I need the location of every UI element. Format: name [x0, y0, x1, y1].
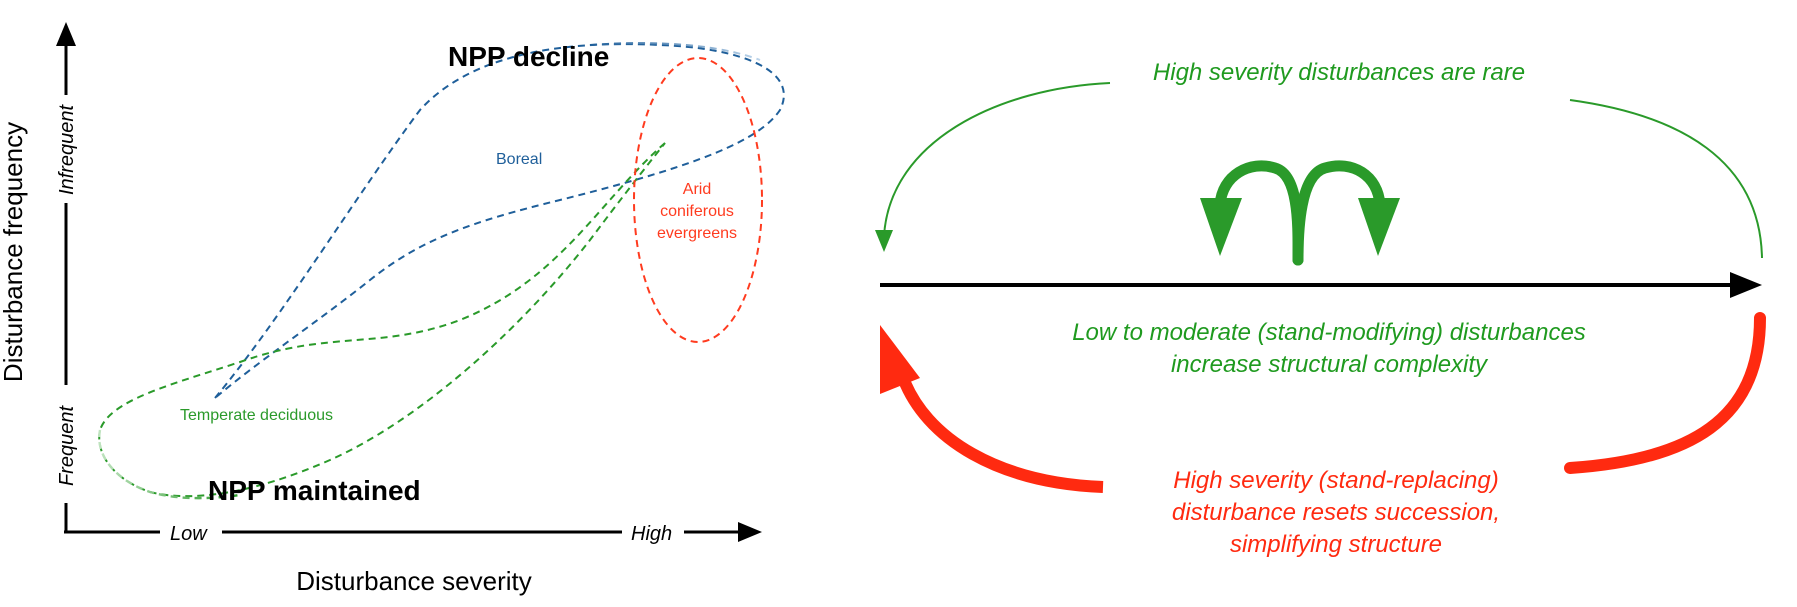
- reset-line3: simplifying structure: [1230, 531, 1442, 558]
- arid-label-line2: coniferous: [660, 203, 734, 220]
- top-left-green-arrowhead: [875, 230, 893, 252]
- y-tick-frequent-label: Frequent: [56, 405, 78, 486]
- temperate-label: Temperate deciduous: [180, 407, 333, 424]
- bounce-arrows-icon: [1200, 160, 1400, 266]
- bottom-left-red-arc: [896, 372, 1104, 493]
- left-panel: Infrequent Frequent Low High Disturbance…: [0, 22, 785, 596]
- arid-label-line1: Arid: [683, 181, 711, 198]
- moderate-disturbance-line2: increase structural complexity: [1171, 351, 1489, 378]
- temperate-envelope-fade: [98, 429, 241, 500]
- boreal-envelope: [214, 43, 785, 399]
- temperate-envelope: [98, 142, 666, 498]
- bottom-red-arc: [1564, 312, 1766, 474]
- boreal-envelope-fade: [589, 42, 761, 61]
- boreal-label: Boreal: [496, 151, 542, 168]
- y-axis-arrowhead: [56, 22, 76, 46]
- arid-envelope: [633, 57, 763, 343]
- reset-line2: disturbance resets succession,: [1172, 499, 1500, 526]
- top-left-green-arc: [883, 82, 1111, 237]
- x-tick-low-label: Low: [170, 523, 208, 545]
- x-axis-arrowhead: [738, 522, 762, 542]
- top-right-green-arc: [1569, 99, 1763, 259]
- x-axis-gap-low: [160, 522, 222, 542]
- moderate-disturbance-line1: Low to moderate (stand-modifying) distur…: [1072, 319, 1586, 346]
- x-axis-title: Disturbance severity: [296, 566, 532, 596]
- y-tick-infrequent-label: Infrequent: [56, 104, 78, 196]
- y-axis-gap-bottom: [56, 385, 76, 503]
- arid-label-line3: evergreens: [657, 225, 737, 242]
- bottom-left-red-arrowhead: [880, 325, 920, 394]
- y-axis-gap-top: [56, 95, 76, 203]
- succession-axis-arrowhead: [1730, 272, 1762, 298]
- reset-line1: High severity (stand-replacing): [1173, 467, 1498, 494]
- x-tick-high-label: High: [631, 523, 672, 545]
- right-panel: High severity disturbances are rare Low …: [875, 59, 1766, 558]
- rare-disturbance-text: High severity disturbances are rare: [1153, 59, 1525, 86]
- y-axis-title: Disturbance frequency: [0, 122, 28, 382]
- x-axis-gap-high: [622, 522, 684, 542]
- npp-maintained-label: NPP maintained: [208, 475, 421, 506]
- npp-decline-label: NPP decline: [448, 41, 609, 72]
